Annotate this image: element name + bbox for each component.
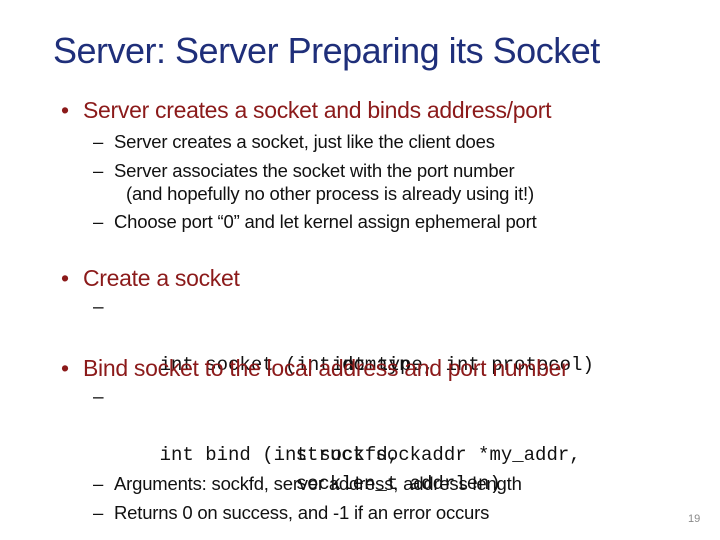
- dash-marker: –: [93, 387, 104, 408]
- bullet-marker: •: [61, 97, 69, 123]
- bullet-server-creates-binds: • Server creates a socket and binds addr…: [61, 96, 552, 124]
- code-text: int bind (int sockfd,: [159, 444, 400, 466]
- dash-marker: –: [93, 473, 104, 494]
- subitem-text: (and hopefully no other process is alrea…: [126, 183, 534, 204]
- bullet-marker: •: [61, 265, 69, 291]
- subitem-text: Choose port “0” and let kernel assign ep…: [114, 211, 537, 232]
- subitem-text: Server associates the socket with the po…: [114, 160, 515, 181]
- dash-marker: –: [93, 502, 104, 523]
- subitem-associates-port: – Server associates the socket with the …: [93, 159, 515, 183]
- subitem-text: Returns 0 on success, and -1 if an error…: [114, 502, 490, 523]
- bullet-create-socket: • Create a socket: [61, 264, 240, 292]
- subitem-arguments: – Arguments: sockfd, server address, add…: [93, 472, 522, 496]
- dash-marker: –: [93, 211, 104, 232]
- page-number: 19: [688, 513, 701, 525]
- code-bind-line-1: – int bind (int sockfd,: [93, 383, 400, 499]
- bullet-text: Bind socket to the local address and por…: [83, 355, 569, 381]
- code-socket-line-2: int type, int protocol): [286, 322, 594, 409]
- bullet-text: Server creates a socket and binds addres…: [83, 97, 552, 123]
- subitem-text: Arguments: sockfd, server address, addre…: [114, 473, 522, 494]
- dash-marker: –: [93, 297, 104, 318]
- dash-marker: –: [93, 131, 104, 152]
- subitem-creates-socket: – Server creates a socket, just like the…: [93, 130, 495, 154]
- bullet-text: Create a socket: [83, 265, 240, 291]
- code-bind-line-3: socklen_t addrlen): [250, 441, 501, 528]
- code-bind-line-2: struct sockaddr *my_addr,: [250, 412, 581, 499]
- subitem-choose-port: – Choose port “0” and let kernel assign …: [93, 210, 537, 234]
- code-socket-line-1: – int socket (int domain,: [93, 293, 422, 409]
- code-text: socklen_t addrlen): [295, 473, 501, 495]
- dash-marker: –: [93, 160, 104, 181]
- subitem-returns: – Returns 0 on success, and -1 if an err…: [93, 501, 490, 525]
- code-text: int socket (int domain,: [159, 354, 422, 376]
- bullet-marker: •: [61, 355, 69, 381]
- bullet-bind-socket: • Bind socket to the local address and p…: [61, 354, 569, 382]
- slide-title: Server: Server Preparing its Socket: [53, 30, 600, 71]
- subitem-continuation: (and hopefully no other process is alrea…: [126, 182, 534, 206]
- code-text: int type, int protocol): [331, 354, 594, 376]
- code-text: struct sockaddr *my_addr,: [295, 444, 581, 466]
- subitem-text: Server creates a socket, just like the c…: [114, 131, 495, 152]
